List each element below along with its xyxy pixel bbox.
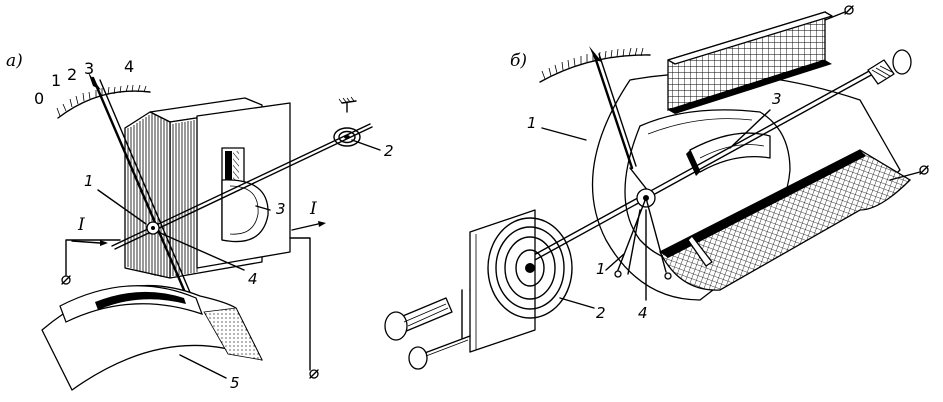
scale-mark-2: 2	[67, 65, 77, 84]
panel-b-dial-scale	[539, 47, 651, 83]
fixed-coil-bottom	[659, 149, 929, 291]
pivot-b	[614, 188, 713, 280]
adjusting-screw-right	[867, 49, 912, 85]
panel-a-label: а)	[6, 51, 23, 71]
spindle-b	[469, 63, 883, 291]
callout-b-4: 4	[638, 304, 648, 322]
callout-a-5: 5	[230, 374, 240, 392]
adjusting-screws-left	[384, 289, 471, 370]
panel-a-dial-scale	[56, 84, 151, 119]
scale-plate	[41, 284, 263, 391]
fixed-coil-top	[667, 5, 854, 114]
callout-b-3: 3	[772, 90, 782, 108]
callout-a-3: 3	[276, 200, 286, 218]
scale-mark-4: 4	[124, 57, 134, 76]
panel-b-leaders	[541, 109, 771, 309]
callout-b-1-lower: 1	[596, 260, 606, 278]
panel-a-leaders	[97, 139, 381, 379]
current-label-right: I	[309, 199, 317, 219]
callout-a-2: 2	[384, 142, 394, 160]
hairspring-a	[333, 96, 361, 147]
callout-a-1: 1	[84, 172, 94, 190]
callout-a-4: 4	[248, 270, 258, 288]
current-label-left: I	[77, 215, 85, 235]
callout-b-2: 2	[596, 304, 606, 322]
panel-b: б)	[384, 5, 929, 370]
laminated-core	[124, 97, 291, 279]
panel-a: а) 0 1 2 3 4	[6, 51, 394, 392]
hairspring-b	[469, 209, 573, 353]
current-lead-left	[61, 239, 121, 285]
scale-mark-1: 1	[51, 71, 61, 90]
pointer-a	[88, 72, 201, 320]
current-lead-right	[289, 221, 326, 379]
callout-b-1-upper: 1	[527, 114, 537, 132]
scale-mark-0: 0	[34, 89, 44, 108]
panel-b-label: б)	[510, 51, 527, 71]
scale-mark-3: 3	[84, 59, 94, 78]
